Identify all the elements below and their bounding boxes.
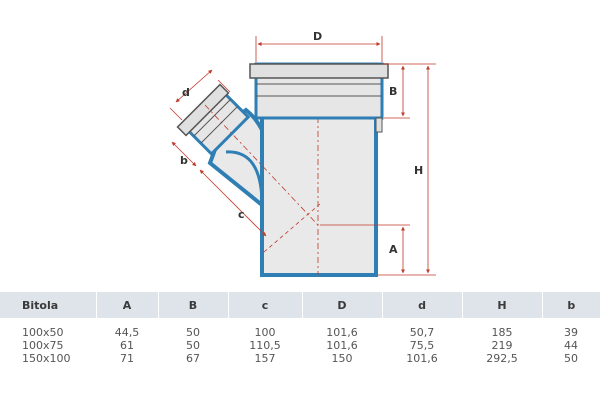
table-cell: 101,6: [326, 326, 358, 339]
table-cell: 219: [491, 339, 513, 352]
table-cell: 71: [120, 352, 134, 365]
label-d: d: [182, 86, 190, 99]
table-cell: 101,6: [326, 339, 358, 352]
dimension-b: b: [171, 141, 197, 167]
table-cell: 150: [331, 352, 353, 365]
label-B: B: [389, 85, 397, 98]
table-cell: 157: [254, 352, 276, 365]
table-cell: 100x50: [22, 326, 64, 339]
table-cell: 292,5: [486, 352, 518, 365]
table-cell: 44,5: [114, 326, 140, 339]
table-row: 100x50 44,5 50 100 101,6 50,7 185 39: [0, 318, 600, 339]
table-cell: 150x100: [22, 352, 71, 365]
table-cell: 110,5: [249, 339, 281, 352]
branch-socket-lip: [176, 83, 230, 137]
table-cell: 50,7: [409, 326, 435, 339]
dimension-A: A: [320, 224, 410, 274]
dimension-c: c: [199, 169, 321, 253]
table-header-row: Bitola A B c D d H b: [0, 292, 600, 318]
table-cell: 75,5: [409, 339, 435, 352]
table-cell: 67: [186, 352, 200, 365]
pipe-fitting-drawing: D B H A d: [169, 30, 436, 277]
column-header-c: c: [228, 292, 303, 318]
column-header-bitola: Bitola: [0, 292, 97, 318]
label-H: H: [414, 164, 423, 177]
top-socket: [249, 62, 389, 133]
table-row: 150x100 71 67 157 150 101,6 292,5 50: [0, 352, 600, 365]
dimensions-table: Bitola A B c D d H b 100x50 44,5 50 100 …: [0, 292, 600, 365]
table-cell: 50: [564, 352, 578, 365]
column-header-A: A: [96, 292, 159, 318]
table-cell: 101,6: [406, 352, 438, 365]
table-cell: 50: [186, 326, 200, 339]
column-header-B: B: [158, 292, 229, 318]
label-D: D: [313, 30, 322, 43]
main-pipe: [260, 115, 378, 277]
dimension-D: D: [255, 30, 383, 62]
table-cell: 50: [186, 339, 200, 352]
table-cell: 61: [120, 339, 134, 352]
top-socket-lip: [249, 63, 389, 79]
dimension-d: d: [169, 69, 231, 121]
label-b: b: [180, 154, 188, 167]
table-cell: 44: [564, 339, 578, 352]
dimension-B: B: [384, 63, 410, 119]
column-header-D: D: [302, 292, 383, 318]
column-header-d: d: [382, 292, 463, 318]
table-row: 100x75 61 50 110,5 101,6 75,5 219 44: [0, 339, 600, 352]
table-cell: 185: [491, 326, 513, 339]
label-c: c: [238, 208, 245, 221]
label-A: A: [389, 243, 398, 256]
table-cell: 100: [254, 326, 276, 339]
column-header-b: b: [542, 292, 600, 318]
table-cell: 39: [564, 326, 578, 339]
column-header-H: H: [462, 292, 543, 318]
table-cell: 100x75: [22, 339, 64, 352]
main-pipe-body: [260, 115, 378, 277]
dimension-H: H: [378, 63, 436, 276]
